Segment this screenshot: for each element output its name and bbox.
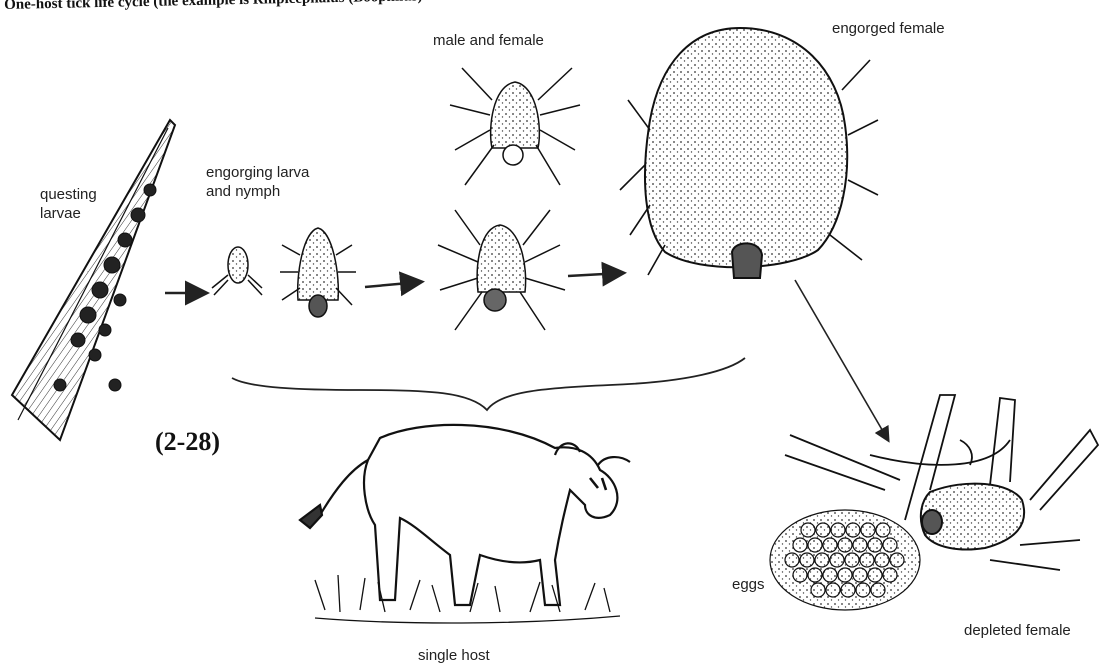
- host-brace: [232, 358, 745, 410]
- engorged-female-tick: [620, 28, 878, 278]
- egg-mass: [770, 510, 920, 610]
- adult-female-tick: [438, 210, 565, 330]
- engorging-nymph: [280, 228, 356, 317]
- male-female-label: male and female: [433, 32, 544, 51]
- depleted-female-label: depleted female: [964, 622, 1071, 641]
- engorged-female-label: engorged female: [832, 20, 945, 39]
- cow-host: [300, 425, 630, 605]
- engorging-larva-nymph-label: engorging larva and nymph: [206, 164, 309, 202]
- engorging-larva: [212, 247, 262, 295]
- adult-male-tick: [450, 68, 580, 185]
- single-host-label: single host: [418, 647, 490, 666]
- depleted-female-tick: [921, 484, 1024, 550]
- grass-blade-larvae: [12, 120, 175, 440]
- lifecycle-arrows: [165, 273, 888, 440]
- eggs-label: eggs: [732, 576, 765, 595]
- questing-larvae-label: questing larvae: [40, 186, 97, 224]
- figure-number: (2-28): [155, 427, 220, 457]
